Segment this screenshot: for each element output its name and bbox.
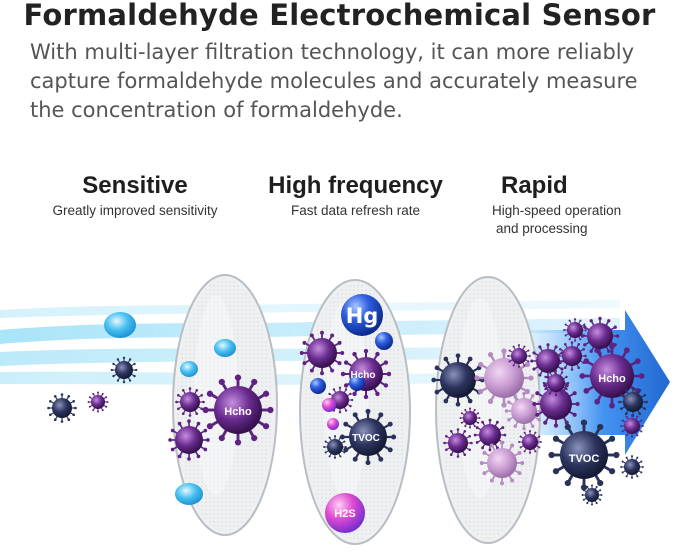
feature-rapid: Rapid High-speed operation and processin…: [480, 172, 645, 238]
virus-particle: [459, 407, 481, 429]
feature-heading: Sensitive: [82, 172, 188, 199]
virus-particle: [620, 455, 644, 479]
feature-high-frequency: High frequency Fast data refresh rate: [253, 172, 458, 220]
molecule-hg: Hg: [341, 294, 383, 336]
small-pink-molecule: [322, 398, 336, 412]
virus-particle: [563, 318, 587, 342]
virus-particle: [504, 391, 544, 431]
subtitle: With multi-layer filtration technology, …: [30, 38, 670, 125]
feature-heading: Rapid: [501, 172, 568, 199]
virus-particle: [557, 341, 587, 371]
subtitle-line-1: With multi-layer filtration technology, …: [30, 40, 635, 64]
small-blue-molecule: [375, 332, 393, 350]
feature-description-line-2: and processing: [496, 221, 588, 236]
feature-description: Fast data refresh rate: [290, 203, 421, 218]
virus-particle: [518, 430, 542, 454]
virus-particle: [581, 484, 603, 506]
virus-particle: [548, 419, 620, 491]
virus-particle: [47, 393, 77, 423]
page-title: Formaldehyde Electrochemical Sensor: [23, 0, 656, 32]
virus-particle: [542, 369, 570, 397]
tvoc-label: TVOC: [352, 433, 380, 444]
filter-layer-3: [435, 276, 541, 544]
virus-particle: [620, 414, 644, 438]
virus-particle: [339, 408, 397, 466]
small-pink-molecule: [327, 418, 339, 430]
molecule-hg-label: Hg: [346, 304, 379, 328]
feature-heading: High frequency: [268, 172, 443, 199]
feature-description: Greatly improved sensitivity: [52, 203, 218, 218]
virus-particle: [443, 428, 473, 458]
feature-sensitive: Sensitive Greatly improved sensitivity: [30, 172, 240, 220]
virus-particle: [168, 419, 210, 461]
virus-particle: [175, 387, 205, 417]
subtitle-line-2: capture formaldehyde molecules and accur…: [30, 69, 638, 93]
virus-particle: [473, 418, 507, 452]
virus-particle: [202, 374, 274, 446]
tvoc-label: TVOC: [569, 453, 600, 465]
small-blue-molecule: [349, 375, 365, 391]
molecule-h2s: H2S: [325, 493, 365, 533]
water-droplets: [104, 312, 236, 505]
virus-particle: [479, 440, 525, 486]
virus-particle: [110, 356, 138, 384]
subtitle-line-3: the concentration of formaldehyde.: [30, 98, 403, 122]
hcho-label: Hcho: [351, 370, 376, 381]
feature-description: High-speed operation and processing: [480, 202, 645, 238]
hcho-label: Hcho: [224, 406, 252, 418]
virus-particle: [507, 344, 531, 368]
feature-description-line-1: High-speed operation: [492, 203, 622, 218]
virus-particle: [299, 330, 345, 376]
virus-particles: [47, 316, 648, 506]
hcho-label: Hcho: [598, 373, 626, 385]
virus-particle: [87, 391, 109, 413]
virus-particle: [580, 316, 620, 356]
virus-particle: [323, 435, 347, 459]
molecule-h2s-label: H2S: [334, 508, 355, 520]
virus-particle: [618, 387, 648, 417]
small-blue-molecule: [310, 378, 326, 394]
